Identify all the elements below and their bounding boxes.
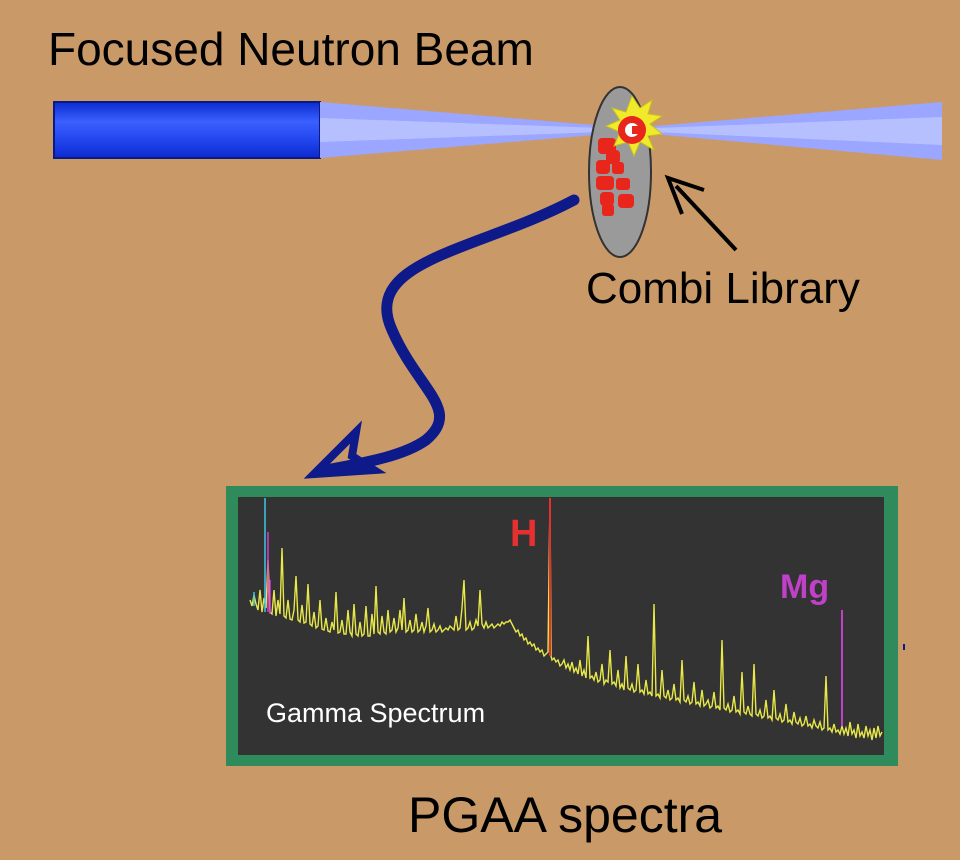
- library-pointer-arrow: [674, 184, 738, 252]
- gamma-arrow-head: [303, 420, 387, 479]
- h-peak-label: H: [510, 513, 537, 555]
- neutron-source-tube: [53, 101, 321, 159]
- gamma-emission-arrow: [320, 194, 580, 476]
- beam-cone-left-core: [320, 118, 630, 142]
- mg-peak-label: Mg: [780, 568, 829, 606]
- diagram-title: Focused Neutron Beam: [48, 23, 534, 75]
- library-spots: [596, 138, 634, 216]
- magenta-peaks-low: [267, 532, 271, 614]
- gamma-spectrum-trace: [249, 497, 883, 741]
- library-pointer-head: [664, 174, 705, 215]
- spectrum-inner-label: Gamma Spectrum: [266, 698, 485, 728]
- combi-library-label: Combi Library: [586, 264, 860, 313]
- cyan-peaks: [253, 498, 266, 612]
- beam-cone-right-core: [630, 117, 942, 145]
- pgaa-spectra-label: PGAA spectra: [408, 787, 723, 843]
- spectrum-screen: [238, 497, 884, 755]
